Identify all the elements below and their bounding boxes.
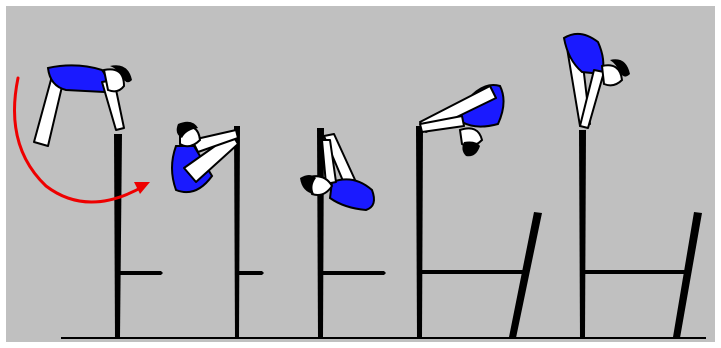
crossbar-4 — [421, 270, 527, 274]
crossbar-5 — [584, 270, 689, 274]
crossbar-1 — [119, 271, 163, 275]
gymnastics-sequence-diagram — [6, 6, 715, 342]
crossbar-2 — [238, 271, 264, 275]
upright-post-5 — [579, 130, 586, 338]
diagram-panel — [6, 6, 715, 342]
upright-post-2 — [234, 126, 240, 338]
background — [6, 6, 715, 342]
crossbar-3 — [322, 271, 386, 275]
upright-post-4 — [416, 126, 423, 338]
